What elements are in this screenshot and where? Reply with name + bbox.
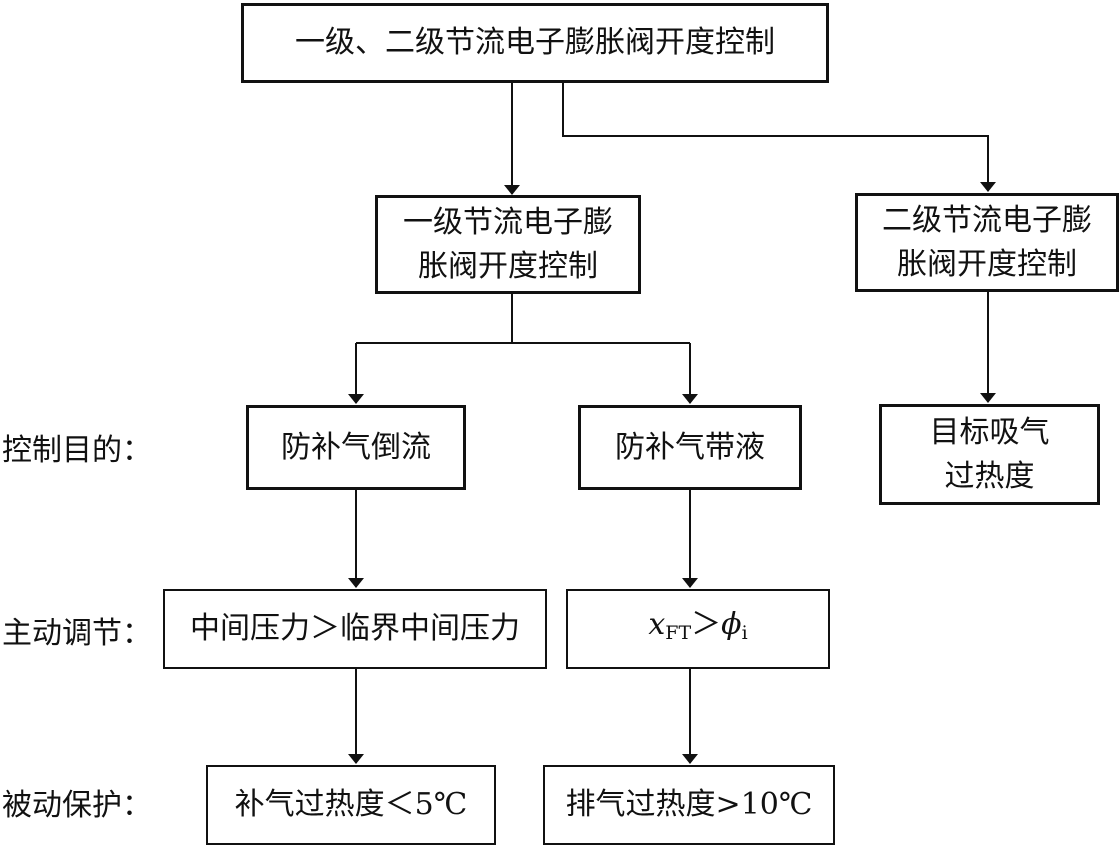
- target-superheat-line-1: 目标吸气: [929, 414, 1050, 450]
- anti-liquid-label: 防补气带液: [615, 429, 765, 465]
- root-control-box: 一级、二级节流电子膨胀阀开度控制: [241, 3, 829, 83]
- injection-superheat-box: 补气过热度＜5℃: [206, 765, 496, 845]
- anti-backflow-label: 防补气倒流: [281, 429, 431, 465]
- pressure-condition-label: 中间压力＞临界中间压力: [190, 611, 520, 646]
- quality-var: x: [648, 607, 666, 642]
- quality-var2-sub: i: [741, 622, 748, 644]
- second-stage-valve-box: 二级节流电子膨 胀阀开度控制: [855, 193, 1119, 292]
- row-label-active-adjust: 主动调节：: [2, 616, 152, 651]
- first-stage-valve-box: 一级节流电子膨 胀阀开度控制: [375, 195, 641, 294]
- target-superheat-line-2: 过热度: [944, 458, 1035, 494]
- quality-var2: ϕ: [721, 607, 742, 642]
- second-stage-line-2: 胀阀开度控制: [897, 246, 1077, 282]
- pressure-condition-box: 中间压力＞临界中间压力: [163, 589, 547, 669]
- root-control-label: 一级、二级节流电子膨胀阀开度控制: [295, 25, 775, 60]
- injection-superheat-label: 补气过热度＜5℃: [234, 787, 468, 822]
- quality-operator: ＞: [691, 607, 722, 642]
- target-superheat-box: 目标吸气 过热度: [879, 404, 1100, 505]
- quality-condition-box: xFT＞ϕi: [566, 589, 830, 669]
- row-label-control-goal: 控制目的：: [2, 433, 152, 468]
- discharge-superheat-box: 排气过热度>10℃: [543, 765, 835, 845]
- first-stage-line-1: 一级节流电子膨: [403, 204, 613, 240]
- anti-liquid-box: 防补气带液: [578, 405, 802, 490]
- first-stage-line-2: 胀阀开度控制: [418, 248, 598, 284]
- arrow-root-to-second-stage: [562, 83, 996, 192]
- quality-var-sub: FT: [665, 622, 692, 644]
- second-stage-line-1: 二级节流电子膨: [882, 202, 1092, 238]
- quality-condition-expression: xFT＞ϕi: [648, 603, 747, 655]
- discharge-superheat-label: 排气过热度>10℃: [565, 787, 813, 822]
- anti-backflow-box: 防补气倒流: [246, 405, 466, 490]
- row-label-passive-protect: 被动保护：: [2, 788, 152, 823]
